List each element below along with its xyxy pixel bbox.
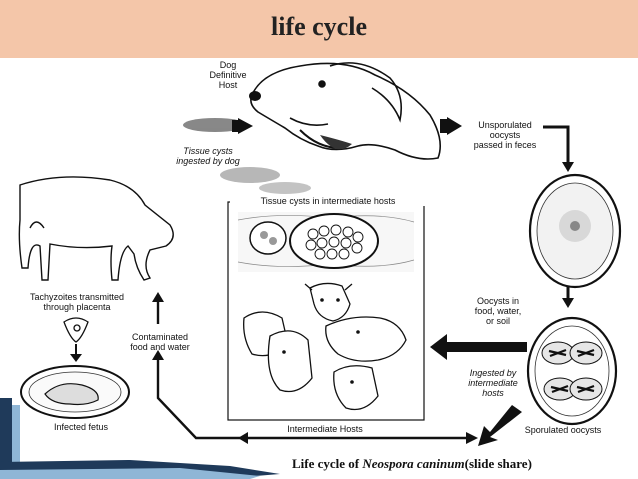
label-oocysts-environment: Oocysts in food, water, or soil: [474, 296, 522, 326]
animal-eyes: [282, 298, 360, 384]
caption-suffix: (slide share): [464, 456, 532, 471]
label-unsporulated-oocysts: Unsporulated oocysts passed in feces: [473, 120, 537, 150]
intermediate-host-animals: [243, 282, 407, 411]
arrow-into-hosts-head: [430, 334, 447, 360]
arrow-to-dog: [238, 118, 253, 134]
placenta-arrow-head: [70, 354, 82, 362]
arrow-from-dog: [447, 117, 462, 135]
up-arrow-to-contaminated: [152, 350, 164, 360]
corner-accent-light: [12, 405, 20, 479]
label-contaminated-food-water: Contaminated food and water: [130, 332, 190, 352]
label-ingested-by-hosts: Ingested by intermediate hosts: [468, 368, 518, 398]
unsporulated-oocyst-illustration: [528, 173, 622, 289]
arrow-from-dog-shaft: [440, 119, 449, 133]
bottom-return-arrowhead: [466, 432, 478, 444]
figure-caption: Life cycle of Neospora caninum(slide sha…: [292, 456, 532, 472]
caption-species: Neospora caninum: [362, 456, 465, 471]
bottom-return-path: [156, 358, 466, 440]
arrowhead-down-1: [562, 162, 574, 172]
bottom-swoosh-light: [0, 468, 260, 479]
slide-title: life cycle: [271, 12, 367, 41]
infected-fetus-illustration: [20, 365, 130, 419]
label-infected-fetus: Infected fetus: [53, 422, 109, 432]
up-arrow-to-cow-head: [152, 292, 164, 302]
arrow-to-dog-shaft: [232, 120, 240, 132]
corner-accent: [0, 398, 12, 479]
label-tissue-cysts-ingested: Tissue cysts ingested by dog: [176, 146, 240, 166]
dog-tongue: [320, 135, 352, 150]
arrow-to-sporulated-label: [478, 405, 522, 446]
cow-illustration: [18, 176, 174, 281]
connector-to-unsporulated: [543, 125, 570, 165]
ingestion-stipple: [183, 118, 311, 194]
label-sporulated-oocysts: Sporulated oocysts: [524, 425, 602, 435]
arrowhead-down-2: [562, 298, 574, 308]
dog-nose: [249, 91, 261, 101]
arrow-into-hosts-shaft: [445, 342, 527, 352]
bottom-left-arrowhead: [238, 432, 248, 444]
title-bar: [0, 0, 638, 58]
label-dog-host: Dog Definitive Host: [209, 60, 247, 90]
label-tachyzoites: Tachyzoites transmitted through placenta: [29, 292, 125, 312]
sporulated-oocyst-illustration: [526, 316, 618, 426]
label-tissue-cysts-hosts: Tissue cysts in intermediate hosts: [230, 196, 426, 206]
placenta-illustration: [63, 317, 89, 343]
label-intermediate-hosts: Intermediate Hosts: [287, 424, 363, 434]
caption-prefix: Life cycle of: [292, 456, 363, 471]
tissue-cysts-illustration: [237, 212, 415, 272]
